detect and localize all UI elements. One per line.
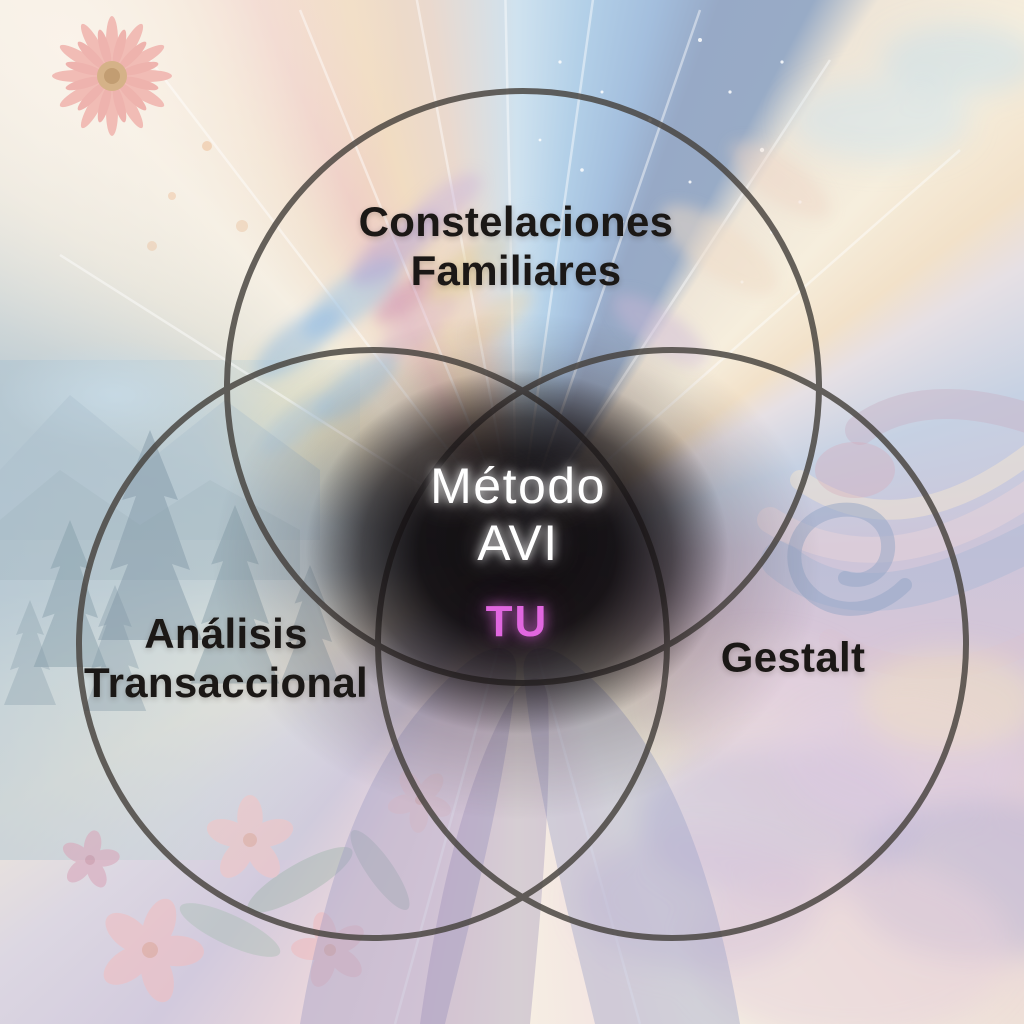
set-label-line: Familiares bbox=[410, 247, 622, 294]
watercolor-leaves-illustration bbox=[253, 141, 831, 456]
pine-forest-illustration bbox=[0, 395, 339, 711]
center-dark-backdrop bbox=[282, 349, 752, 755]
set-label-line: Gestalt bbox=[720, 633, 866, 681]
forest-sky-wash bbox=[0, 340, 230, 450]
center-title-line: AVI bbox=[477, 515, 559, 571]
set-label-gestalt: Gestalt bbox=[721, 632, 866, 681]
center-title-line: Método bbox=[430, 458, 606, 514]
set-label-analisis: Análisis Transaccional bbox=[84, 609, 368, 707]
set-label-line: Transaccional bbox=[83, 659, 369, 706]
set-label-line: Análisis bbox=[144, 609, 308, 657]
wildflowers-illustration bbox=[54, 752, 468, 1019]
gerbera-flower-illustration bbox=[52, 16, 248, 251]
set-label-constelaciones: Constelaciones Familiares bbox=[359, 197, 674, 295]
set-label-line: Constelaciones bbox=[358, 197, 674, 245]
hair-swirl-illustration bbox=[757, 389, 1024, 680]
center-highlight-tu: TU bbox=[485, 597, 549, 646]
center-title: Método AVI bbox=[430, 458, 606, 572]
